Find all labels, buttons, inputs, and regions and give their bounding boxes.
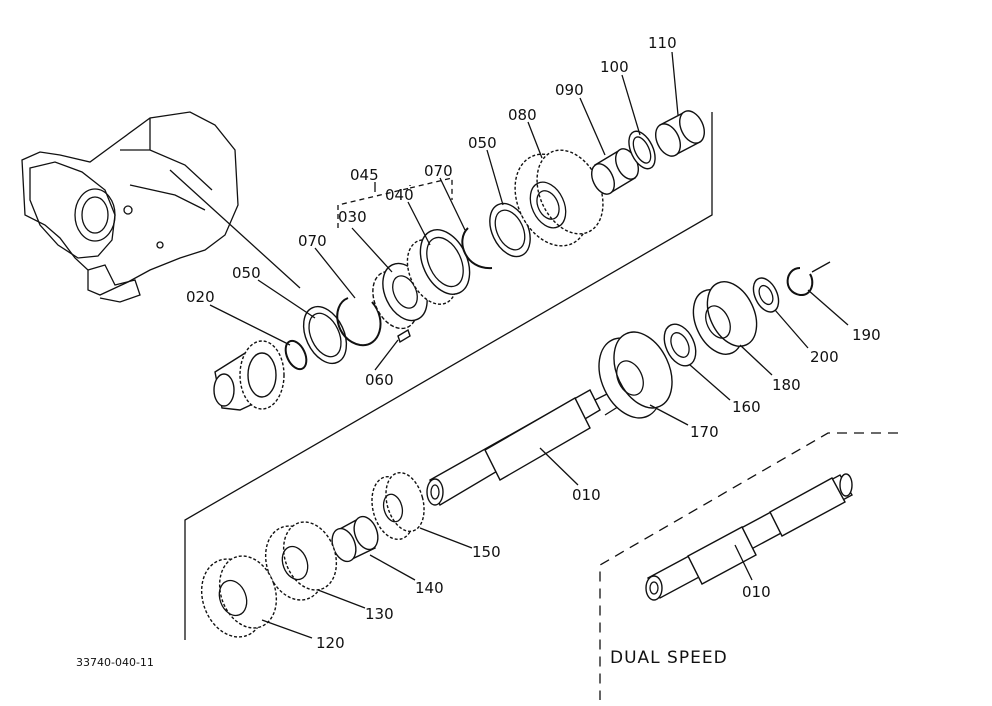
- transmission-housing: [21, 111, 301, 303]
- gear-020: [213, 340, 285, 411]
- main-shaft-010: [426, 384, 633, 507]
- label-050-lower: 050: [232, 264, 261, 282]
- label-140: 140: [415, 579, 444, 597]
- label-090: 090: [555, 81, 584, 99]
- key-060: [397, 328, 411, 344]
- collar-110: [655, 110, 705, 157]
- dual-speed-frame: [599, 432, 898, 700]
- label-100: 100: [600, 58, 629, 76]
- label-020: 020: [186, 288, 215, 306]
- bracket-045: [337, 177, 453, 228]
- gear-150: [371, 471, 425, 541]
- label-010-dual: 010: [742, 583, 771, 601]
- label-070-upper: 070: [424, 162, 453, 180]
- label-030: 030: [338, 208, 367, 226]
- label-060: 060: [365, 371, 394, 389]
- label-040: 040: [385, 186, 414, 204]
- dual-speed-shaft-010: [645, 473, 853, 601]
- circlip-190: [786, 267, 814, 297]
- ring-100: [628, 130, 656, 170]
- label-120: 120: [316, 634, 345, 652]
- label-150: 150: [472, 543, 501, 561]
- snap-ring-070-lower: [336, 297, 382, 347]
- label-180: 180: [772, 376, 801, 394]
- label-070-lower: 070: [298, 232, 327, 250]
- collar-140: [331, 515, 379, 563]
- label-130: 130: [365, 605, 394, 623]
- gear-130: [264, 521, 338, 601]
- bearing-180: [692, 281, 758, 355]
- label-170: 170: [690, 423, 719, 441]
- bearing-090: [590, 148, 640, 195]
- label-050-upper: 050: [468, 134, 497, 152]
- upper-frame-line: [184, 112, 713, 640]
- washer-160: [663, 323, 697, 367]
- leader-lines: [209, 51, 849, 639]
- bearing-170: [598, 331, 673, 419]
- label-110: 110: [648, 34, 677, 52]
- circlip-050-lower: [284, 339, 308, 371]
- washer-050: [302, 305, 348, 365]
- gear-120: [200, 555, 278, 638]
- label-045: 045: [350, 166, 379, 184]
- label-190: 190: [852, 326, 881, 344]
- label-010-main: 010: [572, 486, 601, 504]
- snap-ring-070-upper: [461, 227, 493, 270]
- label-160: 160: [732, 398, 761, 416]
- dual-speed-caption: DUAL SPEED: [610, 648, 728, 668]
- label-200: 200: [810, 348, 839, 366]
- drawing-number: 33740-040-11: [76, 656, 154, 669]
- washer-200: [752, 277, 780, 313]
- label-080: 080: [508, 106, 537, 124]
- sleeve-040: [406, 229, 471, 305]
- gear-080: [514, 149, 604, 247]
